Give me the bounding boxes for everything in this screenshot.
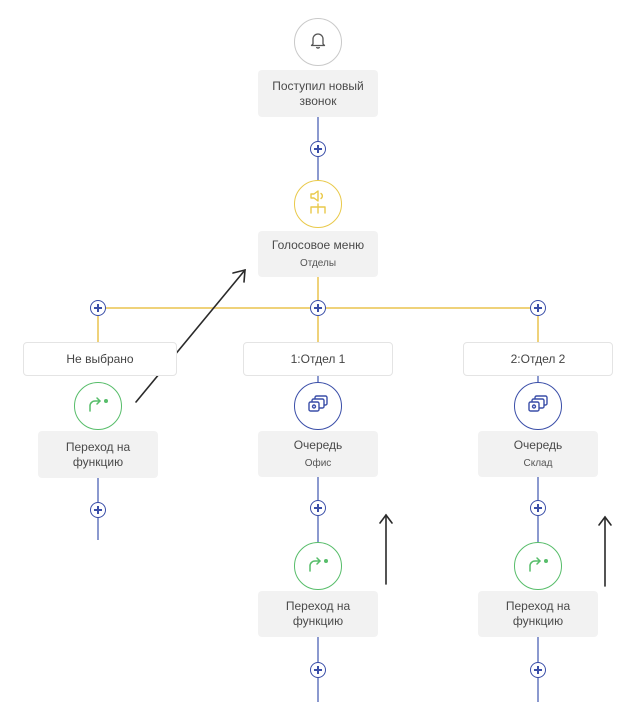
branch0-action-title: Переход на функцию [65, 439, 131, 469]
branch2-action-title: Переход на функцию [505, 599, 571, 628]
add-step-button-after-trigger[interactable] [310, 141, 326, 157]
add-branch-button-right[interactable] [530, 300, 546, 316]
bell-icon [308, 30, 328, 55]
branch1-queue-subtitle: Офис [304, 458, 332, 469]
add-branch-button-center[interactable] [310, 300, 326, 316]
branch2-queue-subtitle: Склад [523, 458, 553, 469]
branch2-queue-title: Очередь [513, 438, 563, 452]
branch0-action-card[interactable]: Переход на функцию [38, 431, 158, 478]
branch2-action-card[interactable]: Переход на функцию [478, 591, 598, 637]
branch-label-text: Не выбрано [66, 352, 134, 366]
queue-icon [527, 394, 549, 418]
trigger-card[interactable]: Поступил новый звонок [258, 70, 378, 117]
add-step-button-branch1-mid[interactable] [310, 500, 326, 516]
branch-label-text: 1:Отдел 1 [290, 352, 346, 366]
add-step-button-branch2-mid[interactable] [530, 500, 546, 516]
voice-menu-node[interactable] [294, 180, 342, 228]
redirect-icon [87, 395, 109, 418]
branch1-queue-title: Очередь [293, 438, 343, 452]
voice-menu-card[interactable]: Голосовое меню Отделы [258, 231, 378, 277]
add-step-button-branch0[interactable] [90, 502, 106, 518]
annotation-arrow-diagonal-head [232, 268, 246, 283]
branch1-action-title: Переход на функцию [285, 599, 351, 628]
branch2-action-node[interactable] [514, 542, 562, 590]
annotation-arrow-diagonal [135, 269, 246, 403]
branch-label-text: 2:Отдел 2 [510, 352, 566, 366]
branch0-action-node[interactable] [74, 382, 122, 430]
voice-menu-icon [307, 189, 329, 219]
branch1-queue-card[interactable]: Очередь Офис [258, 431, 378, 477]
add-branch-button-left[interactable] [90, 300, 106, 316]
redirect-icon [307, 555, 329, 578]
branch1-action-node[interactable] [294, 542, 342, 590]
branch-label-2[interactable]: 2:Отдел 2 [463, 342, 613, 376]
branch-label-1[interactable]: 1:Отдел 1 [243, 342, 393, 376]
branch2-queue-card[interactable]: Очередь Склад [478, 431, 598, 477]
voice-menu-title: Голосовое меню [271, 238, 365, 252]
annotation-arrow-up-2-head [598, 515, 612, 526]
branch-label-not-selected[interactable]: Не выбрано [23, 342, 177, 376]
trigger-title: Поступил новый звонок [272, 78, 364, 108]
branch1-queue-node[interactable] [294, 382, 342, 430]
branch2-queue-node[interactable] [514, 382, 562, 430]
add-step-button-branch1[interactable] [310, 662, 326, 678]
annotation-arrow-up-1-head [379, 513, 393, 524]
trigger-node[interactable] [294, 18, 342, 66]
redirect-icon [527, 555, 549, 578]
add-step-button-branch2[interactable] [530, 662, 546, 678]
queue-icon [307, 394, 329, 418]
voice-menu-subtitle: Отделы [299, 258, 337, 269]
branch1-action-card[interactable]: Переход на функцию [258, 591, 378, 637]
